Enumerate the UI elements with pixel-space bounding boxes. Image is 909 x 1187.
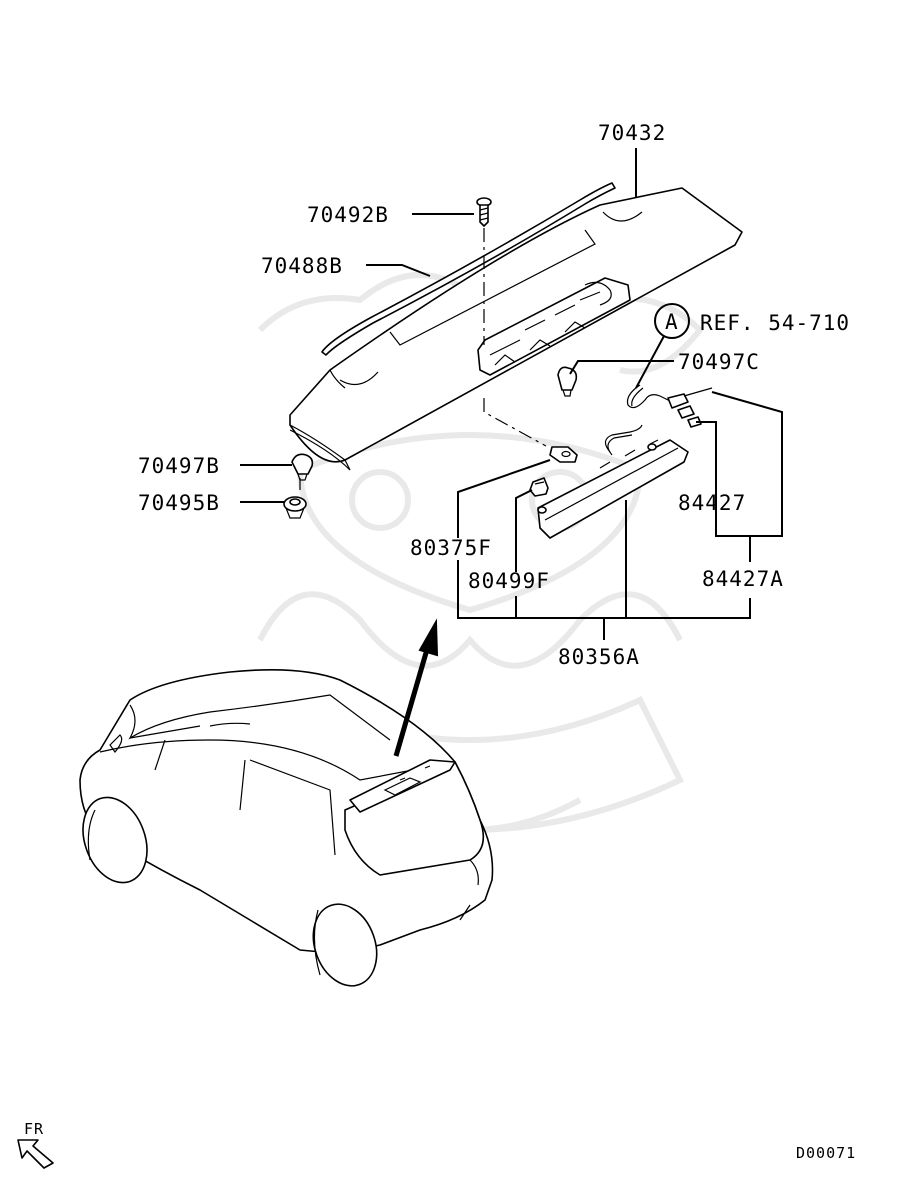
- label-fr: FR: [24, 1120, 44, 1138]
- label-80499F: 80499F: [468, 569, 550, 593]
- label-70432: 70432: [598, 121, 666, 145]
- car-outline: [79, 669, 494, 987]
- bracket-80375F: [549, 446, 578, 463]
- front-arrow-icon: [17, 1139, 54, 1169]
- harness-84427: [626, 384, 713, 428]
- screw-70492B: [476, 197, 492, 227]
- nut-80499F: [529, 477, 549, 497]
- spoiler-70432: [289, 182, 743, 471]
- label-70497B: 70497B: [138, 454, 220, 478]
- label-84427: 84427: [678, 491, 746, 515]
- pointer-arrow: [393, 618, 439, 757]
- ref-circle: [654, 303, 690, 339]
- grommet-70495B: [283, 496, 307, 519]
- alignment-lines: [299, 228, 547, 490]
- ref-circle-letter: A: [665, 310, 679, 334]
- label-84427A: 84427A: [702, 567, 784, 591]
- label-80356A: 80356A: [558, 645, 640, 669]
- clip-70497B: [291, 453, 314, 481]
- label-70492B: 70492B: [307, 203, 389, 227]
- leader-lines: [240, 148, 783, 640]
- diagram-code: D00071: [796, 1144, 856, 1162]
- lamp-80356A: [537, 424, 689, 539]
- label-80375F: 80375F: [410, 536, 492, 560]
- label-70497C: 70497C: [678, 350, 760, 374]
- label-ref: REF. 54-710: [700, 311, 850, 335]
- clip-70497C: [557, 366, 578, 397]
- label-70495B: 70495B: [138, 491, 220, 515]
- label-70488B: 70488B: [261, 254, 343, 278]
